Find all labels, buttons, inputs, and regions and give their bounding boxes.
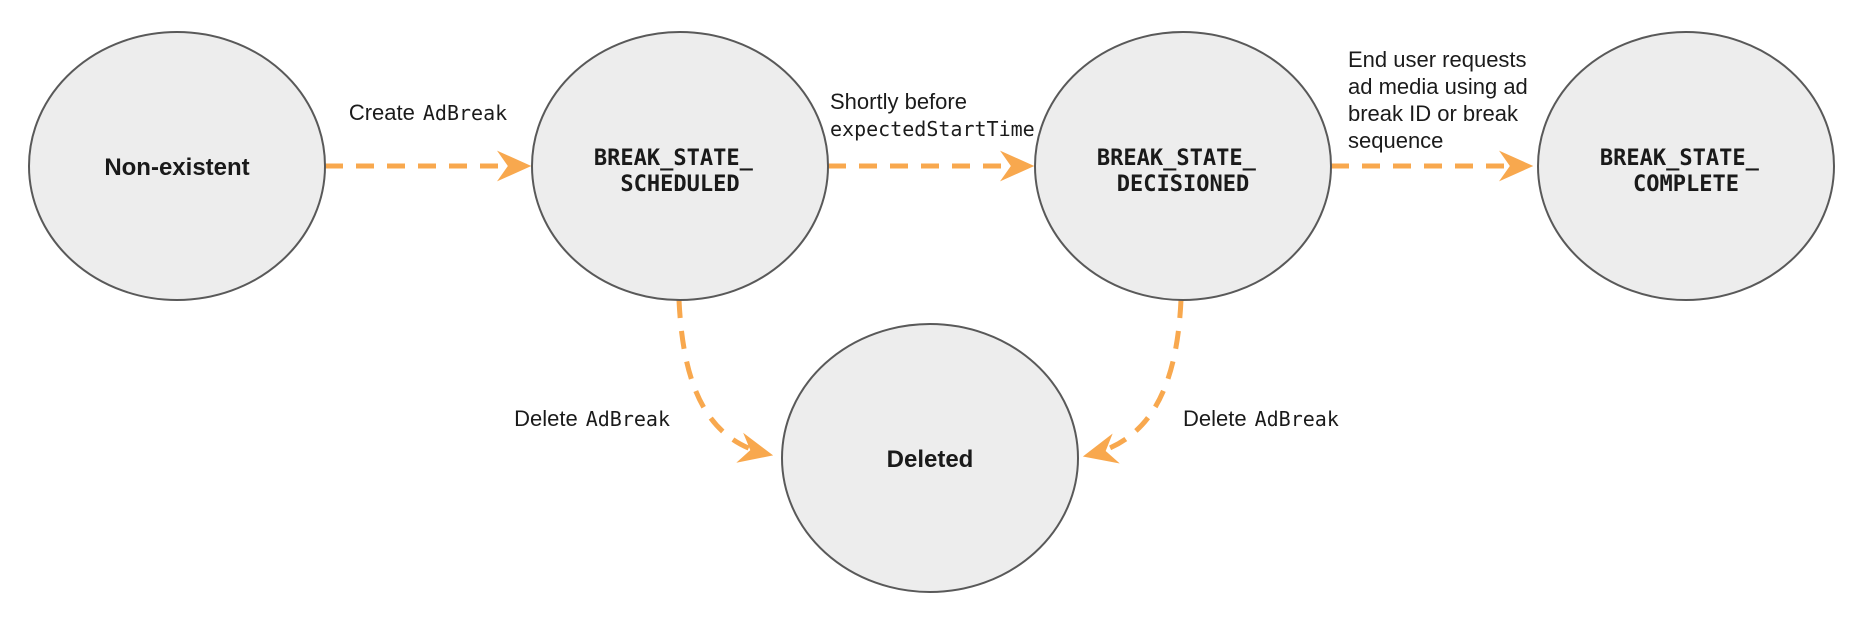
edge-label-enduser-line3: break ID or break	[1348, 101, 1519, 126]
state-label-complete-line1: BREAK_STATE_	[1600, 146, 1760, 171]
state-circle-deleted	[781, 323, 1079, 593]
edge-label-create-code: AdBreak	[423, 101, 507, 125]
state-node-break-state-decisioned: BREAK_STATE_ DECISIONED	[1034, 31, 1332, 301]
edge-label-delete-adbreak-left: Delete AdBreak	[514, 406, 670, 431]
state-label-scheduled-line1: BREAK_STATE_	[594, 146, 754, 171]
edge-label-shortly-line1: Shortly before	[830, 89, 967, 114]
state-label-complete-line2: COMPLETE	[1633, 172, 1739, 197]
state-label-non-existent: Non-existent	[104, 154, 249, 181]
state-circle-break-state-decisioned	[1034, 31, 1332, 301]
state-node-non-existent: Non-existent	[28, 31, 326, 301]
edge-label-delete-left-code: AdBreak	[586, 407, 670, 431]
state-circle-break-state-scheduled	[531, 31, 829, 301]
edge-label-enduser-line4: sequence	[1348, 128, 1443, 153]
state-label-decisioned-line1: BREAK_STATE_	[1097, 146, 1257, 171]
state-label-break-state-complete: BREAK_STATE_ COMPLETE	[1600, 146, 1772, 197]
edge-label-delete-left-text: Delete	[514, 406, 578, 431]
state-node-break-state-complete: BREAK_STATE_ COMPLETE	[1537, 31, 1835, 301]
state-node-break-state-scheduled: BREAK_STATE_ SCHEDULED	[531, 31, 829, 301]
state-label-break-state-decisioned: BREAK_STATE_ DECISIONED	[1097, 146, 1269, 197]
edge-label-end-user-requests: End user requests ad media using ad brea…	[1348, 47, 1534, 153]
state-label-deleted: Deleted	[887, 446, 974, 473]
state-circle-break-state-complete	[1537, 31, 1835, 301]
state-label-decisioned-line2: DECISIONED	[1117, 172, 1249, 197]
state-label-break-state-scheduled: BREAK_STATE_ SCHEDULED	[594, 146, 766, 197]
edge-label-shortly-line2-code: expectedStartTime	[830, 117, 1035, 141]
edge-label-enduser-line2: ad media using ad	[1348, 74, 1528, 99]
state-node-deleted: Deleted	[781, 323, 1079, 593]
edge-label-create-adbreak: Create AdBreak	[349, 100, 507, 125]
edge-label-delete-adbreak-right: Delete AdBreak	[1183, 406, 1339, 431]
edge-delete-adbreak-left	[676, 299, 774, 463]
edge-label-create-text: Create	[349, 100, 415, 125]
edge-label-shortly-before: Shortly before expectedStartTime	[830, 89, 1035, 141]
edge-label-delete-right-code: AdBreak	[1255, 407, 1339, 431]
edge-delete-adbreak-right	[1082, 299, 1184, 464]
edge-label-delete-right-text: Delete	[1183, 406, 1247, 431]
state-label-scheduled-line2: SCHEDULED	[620, 172, 739, 197]
state-circle-non-existent	[28, 31, 326, 301]
edge-label-enduser-line1: End user requests	[1348, 47, 1527, 72]
